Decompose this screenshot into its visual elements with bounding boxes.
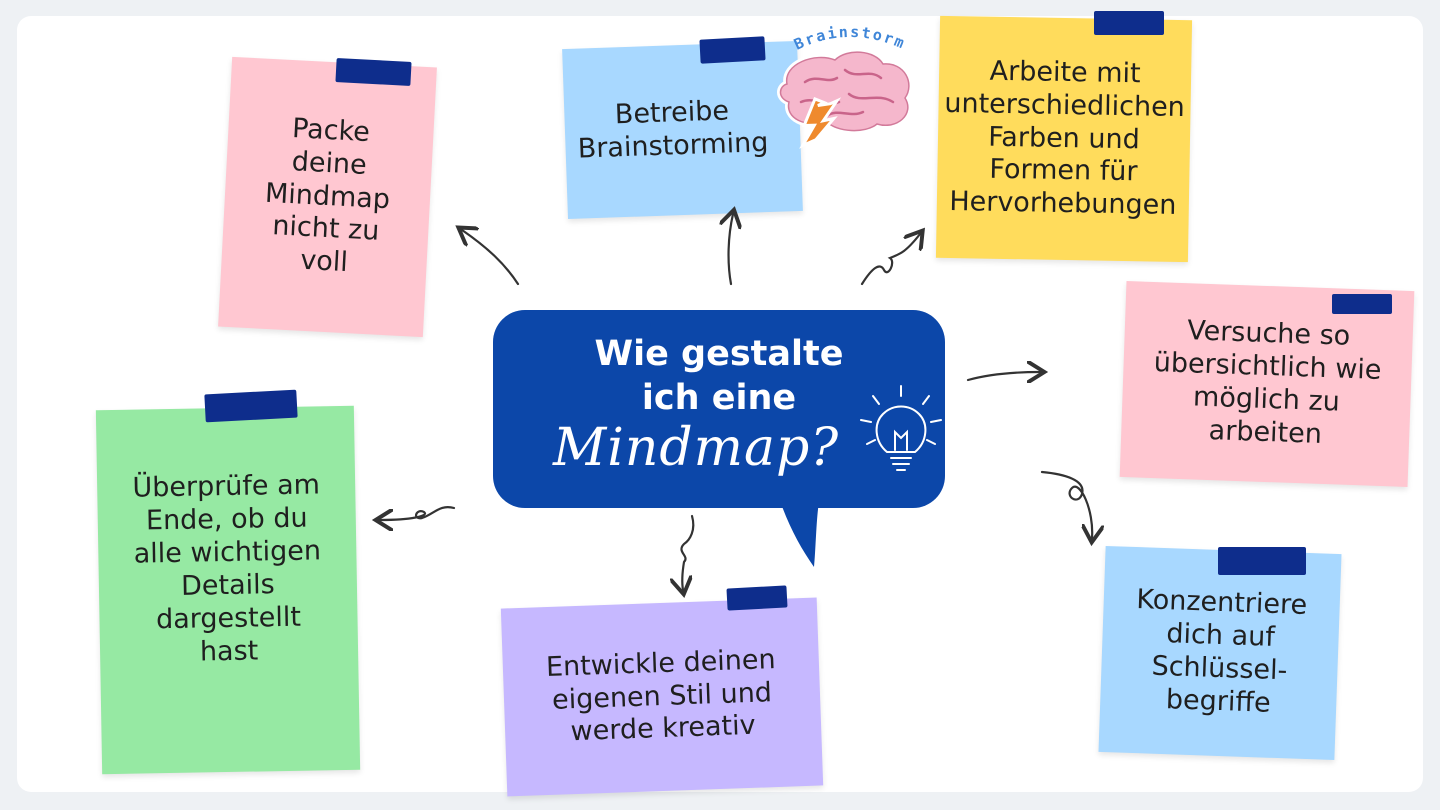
tape-pink-right: [1332, 294, 1392, 314]
arrow-to-blue-right: [1040, 470, 1092, 538]
tape-blue-right: [1218, 547, 1306, 575]
central-title: Wie gestalte ich eine: [493, 332, 945, 420]
arrow-to-pink-right: [966, 372, 1040, 380]
speech-bubble-tail: [778, 495, 820, 567]
tape-yellow-top: [1094, 11, 1164, 35]
central-title-text: Wie gestalte ich eine: [594, 334, 844, 418]
arrow-to-blue-top: [729, 214, 733, 286]
arrow-to-lavender: [681, 514, 695, 590]
arrow-to-pink-top: [462, 230, 520, 286]
arrow-to-green: [380, 506, 456, 520]
central-title-script: Mindmap?: [553, 418, 840, 478]
brain-sticker-icon: Brainstorm: [777, 23, 913, 149]
arrow-to-yellow: [860, 234, 920, 286]
central-topic: Wie gestalte ich eine Mindmap?: [493, 310, 945, 508]
lightbulb-icon: [860, 385, 942, 471]
